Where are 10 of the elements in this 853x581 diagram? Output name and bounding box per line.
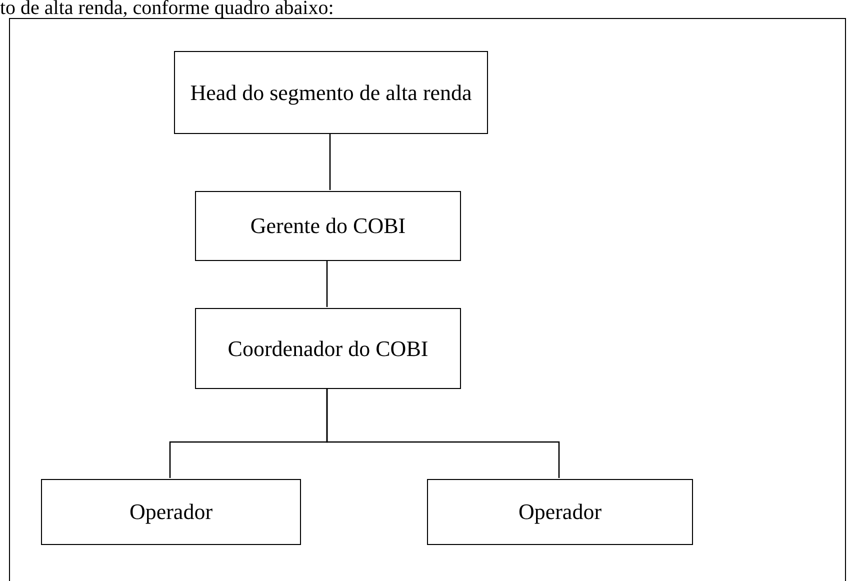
org-box: Head do segmento de alta renda [174, 51, 488, 134]
org-box: Operador [41, 479, 301, 545]
intro-text: to de alta renda, conforme quadro abaixo: [0, 0, 334, 21]
frame-box [9, 18, 846, 581]
connector-line [329, 133, 331, 190]
org-box: Coordenador do COBI [195, 308, 461, 389]
org-box: Operador [427, 479, 693, 545]
connector-line [326, 388, 560, 478]
connector-line [326, 260, 328, 307]
org-box: Gerente do COBI [195, 191, 461, 261]
